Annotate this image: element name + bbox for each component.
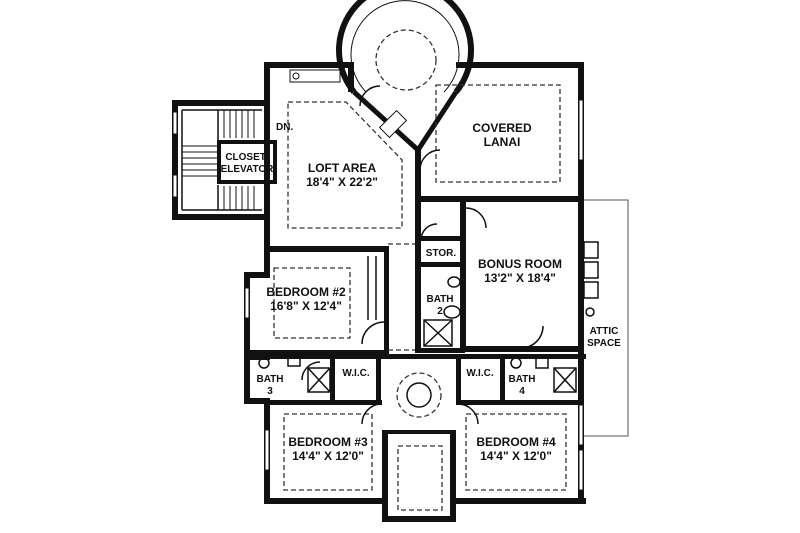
bath-2-line1: BATH [426,294,453,305]
room-labels: DN. CLOSET/ ELEVATOR LOFT AREA 18'4" X 2… [221,121,622,463]
wic-left-label: W.I.C. [342,368,369,379]
bonus-room-name: BONUS ROOM [478,257,562,271]
covered-lanai-line2: LANAI [484,135,521,149]
loft-area-dims: 18'4" X 22'2" [306,175,378,189]
doors [301,85,544,425]
attic-space-line1: ATTIC [590,326,619,337]
wic-right-label: W.I.C. [466,368,493,379]
storage-label: STOR. [426,248,457,259]
bedroom-3-name: BEDROOM #3 [288,435,368,449]
bath-4-line1: BATH [508,374,535,385]
bath-3-line1: BATH [256,374,283,385]
attic-space-line2: SPACE [587,338,621,349]
closet-label-line1: CLOSET/ [225,152,269,163]
rotunda [336,0,474,94]
bedroom-4-name: BEDROOM #4 [476,435,556,449]
ceiling-outlines [273,84,567,511]
loft-area-name: LOFT AREA [308,161,377,175]
bath-2-line2: 2 [437,306,443,317]
exterior-walls [244,62,586,522]
bedroom-4-dims: 14'4" X 12'0" [480,449,552,463]
closet-label-line2: ELEVATOR [221,164,275,175]
interior-walls [244,90,586,405]
bedroom-3-dims: 14'4" X 12'0" [292,449,364,463]
bath-4-line2: 4 [519,386,525,397]
bath-3-line2: 3 [267,386,273,397]
stair-treads [182,110,255,210]
attic-space [583,199,629,437]
covered-lanai-line1: COVERED [472,121,532,135]
bonus-room-dims: 13'2" X 18'4" [484,271,556,285]
down-label: DN. [276,122,293,133]
bedroom-2-name: BEDROOM #2 [266,285,346,299]
fixtures [258,69,577,393]
bedroom-2-dims: 16'8" X 12'4" [270,299,342,313]
